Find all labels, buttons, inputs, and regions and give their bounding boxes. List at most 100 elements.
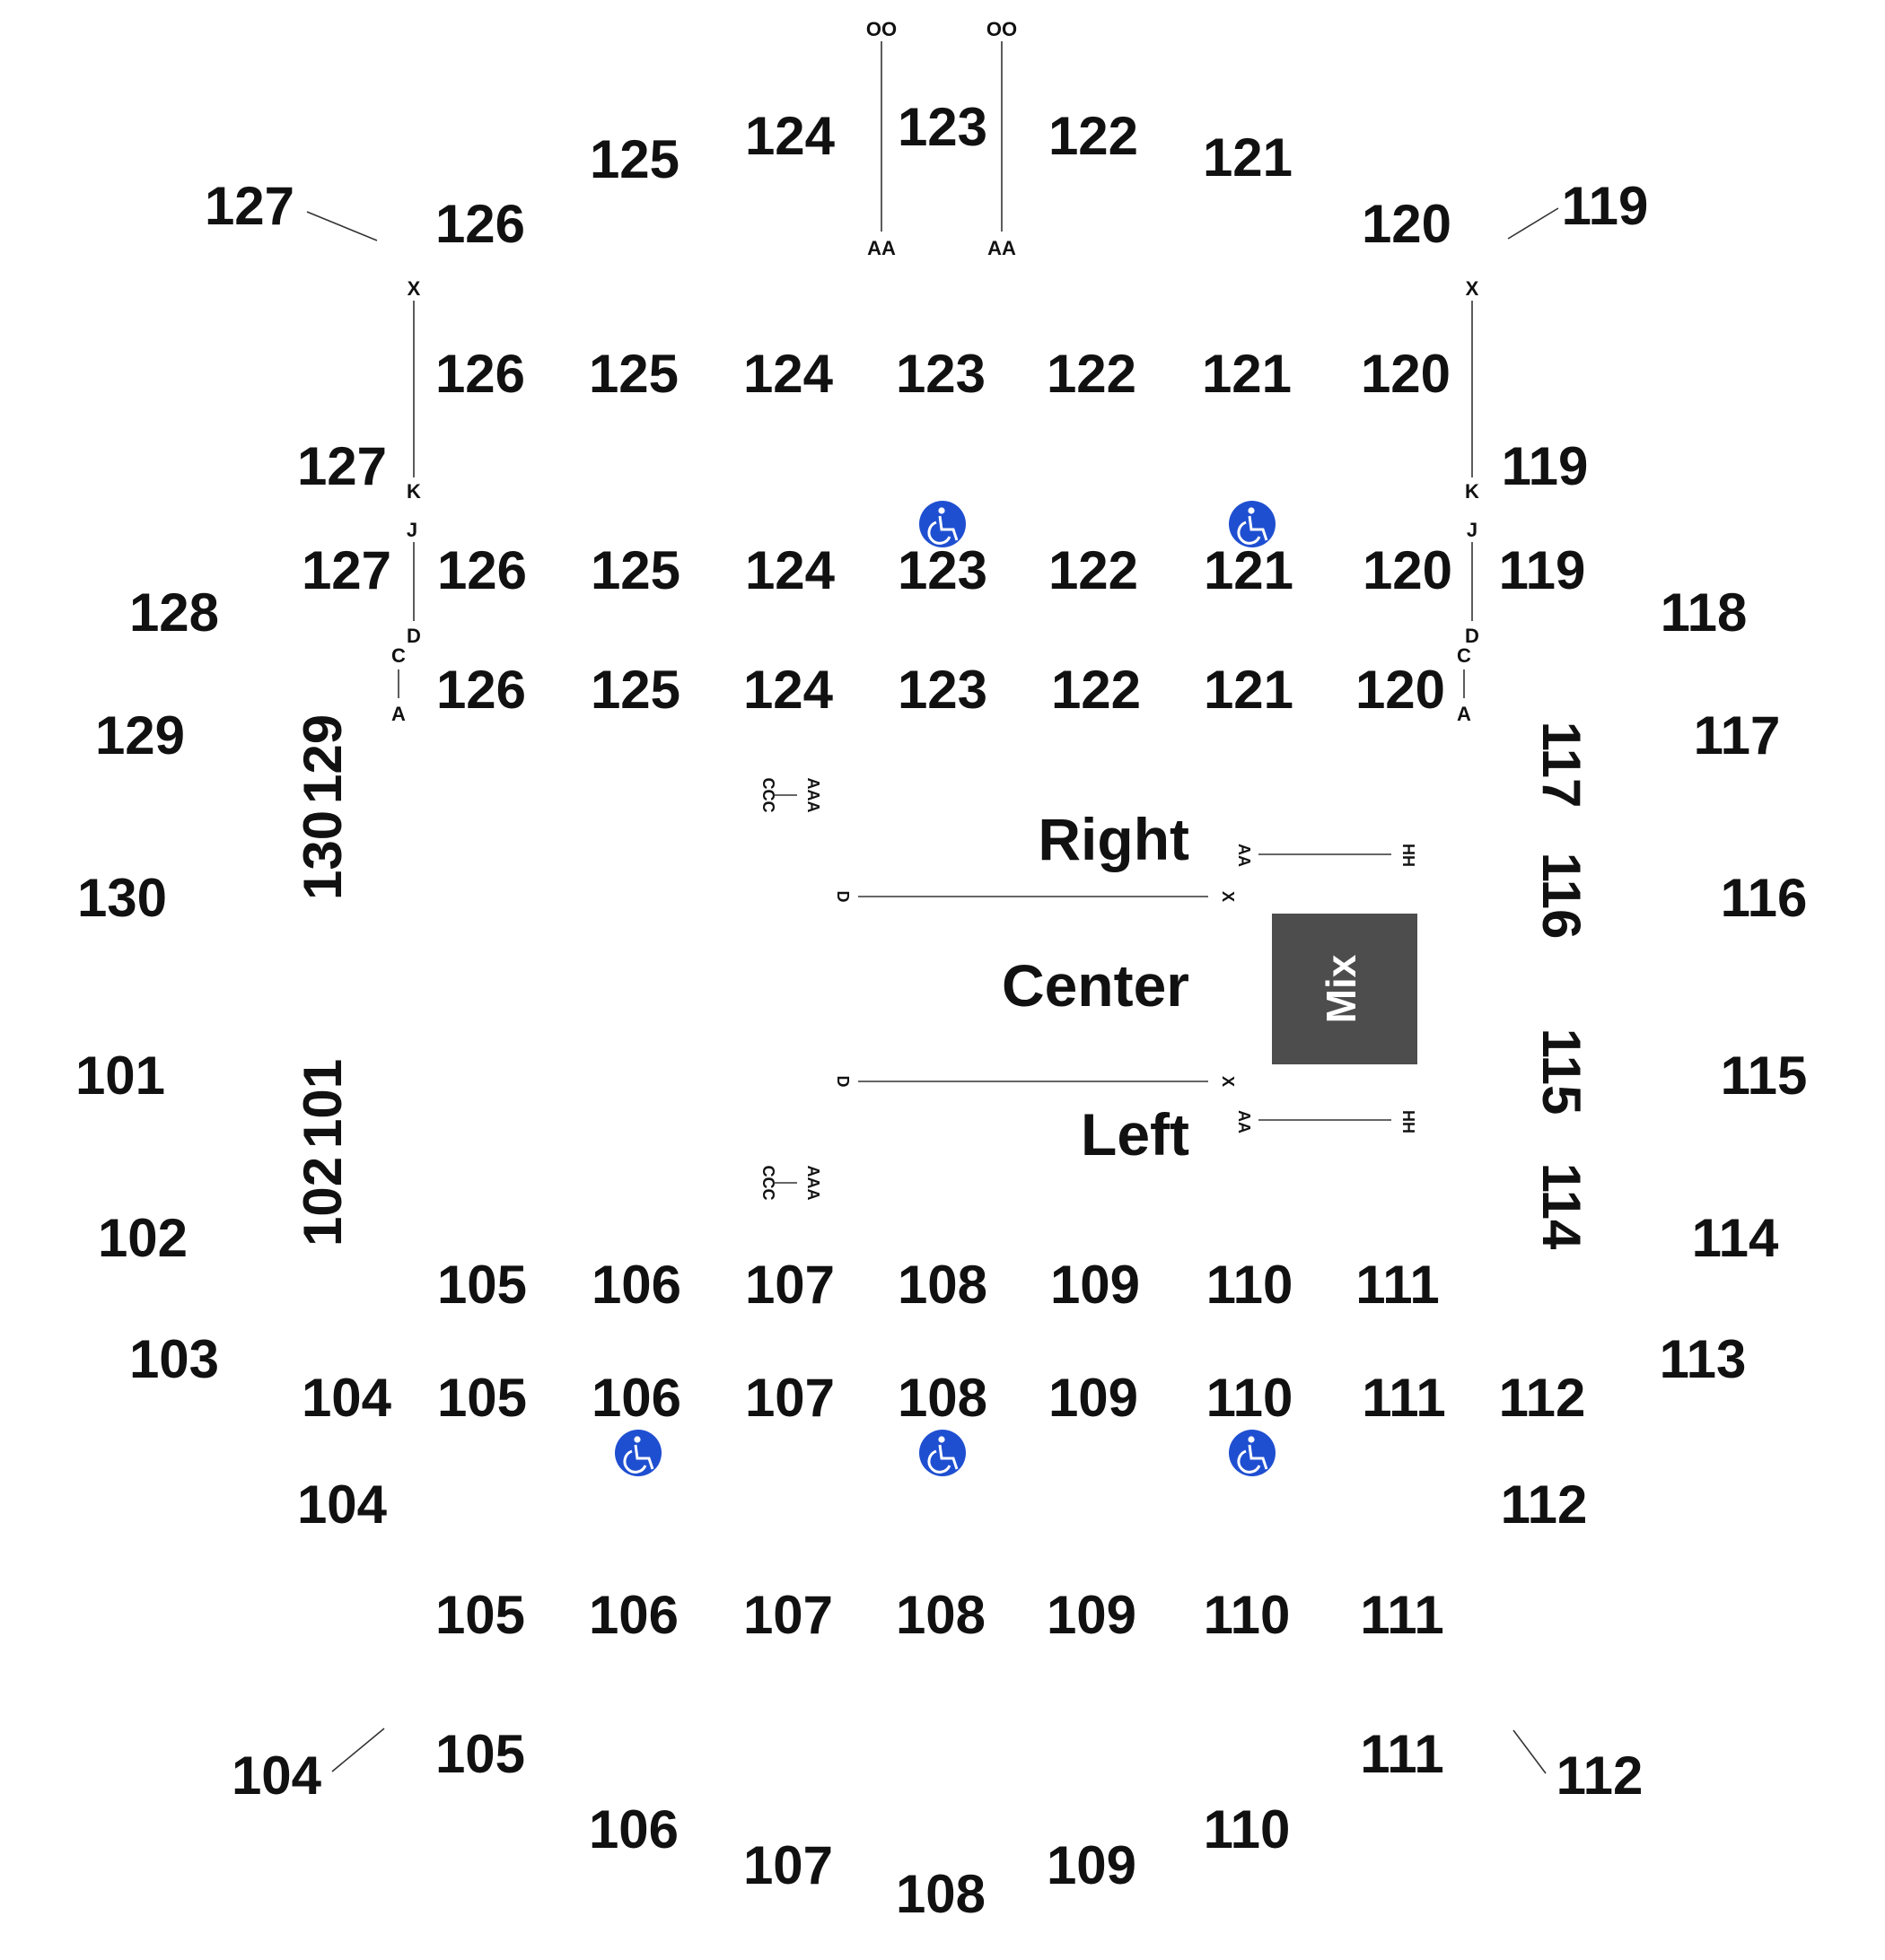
section-111-row4[interactable]: 111: [1360, 1585, 1444, 1645]
section-125-row5[interactable]: 125: [591, 660, 680, 720]
section-124-row4[interactable]: 124: [745, 540, 836, 600]
section-110-row1[interactable]: 110: [1206, 1255, 1293, 1315]
section-120-row4[interactable]: 120: [1363, 540, 1452, 600]
row-label-c-right: C: [1457, 644, 1471, 667]
section-105-row4[interactable]: 105: [435, 1585, 525, 1645]
wheelchair-icon: [1229, 1430, 1276, 1476]
section-124-row5[interactable]: 124: [743, 660, 834, 720]
section-113[interactable]: 113: [1660, 1329, 1747, 1389]
section-102-floor-side[interactable]: 102: [293, 1157, 353, 1247]
section-114-floor-side[interactable]: 114: [1531, 1163, 1591, 1250]
section-121-upper[interactable]: 121: [1203, 127, 1293, 188]
section-109-row2[interactable]: 109: [1048, 1368, 1138, 1428]
section-122-row2[interactable]: 122: [1047, 344, 1136, 404]
section-125-row4[interactable]: 125: [591, 540, 680, 600]
section-115-floor-side[interactable]: 115: [1531, 1028, 1591, 1116]
section-112-row3[interactable]: 112: [1501, 1474, 1588, 1535]
section-125-upper[interactable]: 125: [590, 129, 679, 189]
section-118[interactable]: 118: [1661, 582, 1748, 643]
row-label-hh-right-zone: HH: [1399, 844, 1417, 867]
section-107-row1[interactable]: 107: [745, 1255, 835, 1315]
section-112-row2[interactable]: 112: [1499, 1368, 1586, 1428]
section-116-floor-side[interactable]: 116: [1531, 853, 1591, 940]
section-107-row2[interactable]: 107: [745, 1368, 835, 1428]
section-127-row4[interactable]: 127: [302, 540, 391, 600]
section-120-row2[interactable]: 120: [1361, 344, 1451, 404]
section-108-row4[interactable]: 108: [896, 1585, 986, 1645]
row-label-j-right: J: [1467, 519, 1477, 541]
section-121-row4[interactable]: 121: [1204, 540, 1293, 600]
section-112-upper[interactable]: 112: [1556, 1746, 1644, 1806]
section-126-row2[interactable]: 126: [435, 344, 525, 404]
section-121-row2[interactable]: 121: [1202, 344, 1292, 404]
section-109-row1[interactable]: 109: [1050, 1255, 1140, 1315]
section-121-row5[interactable]: 121: [1204, 660, 1293, 720]
zone-center-label[interactable]: Center: [1002, 952, 1189, 1019]
section-109-upper[interactable]: 109: [1047, 1835, 1136, 1895]
section-110-row4[interactable]: 110: [1204, 1585, 1291, 1645]
section-104-upper[interactable]: 104: [232, 1746, 322, 1806]
section-127-upper[interactable]: 127: [205, 176, 294, 236]
row-label-x-right-zone: X: [1219, 891, 1237, 902]
section-119-row4[interactable]: 119: [1499, 540, 1586, 600]
section-122-row4[interactable]: 122: [1048, 540, 1138, 600]
section-110-row2[interactable]: 110: [1206, 1368, 1293, 1428]
section-129-outer[interactable]: 129: [95, 705, 185, 766]
section-114-outer[interactable]: 114: [1692, 1208, 1779, 1268]
section-107-row4[interactable]: 107: [743, 1585, 833, 1645]
section-120-row5[interactable]: 120: [1355, 660, 1445, 720]
section-123-row2[interactable]: 123: [896, 344, 986, 404]
section-123-row5[interactable]: 123: [898, 660, 987, 720]
section-109-row4[interactable]: 109: [1047, 1585, 1136, 1645]
section-101-floor-side[interactable]: 101: [293, 1059, 353, 1149]
section-106-upper[interactable]: 106: [589, 1799, 679, 1859]
section-126-row4[interactable]: 126: [437, 540, 527, 600]
section-122-upper[interactable]: 122: [1048, 106, 1138, 166]
section-120-upper[interactable]: 120: [1362, 194, 1451, 254]
section-117-floor-side[interactable]: 117: [1531, 722, 1591, 809]
section-127-row3[interactable]: 127: [297, 436, 387, 496]
row-label-a-right: A: [1457, 703, 1471, 725]
section-105-upper[interactable]: 105: [435, 1724, 525, 1784]
zone-right-label[interactable]: Right: [1038, 806, 1189, 872]
leader-line-119: [1507, 207, 1559, 240]
section-110-upper[interactable]: 110: [1204, 1799, 1291, 1859]
section-104-row3[interactable]: 104: [297, 1474, 388, 1535]
section-119-upper[interactable]: 119: [1562, 176, 1649, 236]
section-108-row1[interactable]: 108: [898, 1255, 987, 1315]
section-111-row2[interactable]: 111: [1362, 1368, 1446, 1428]
section-106-row4[interactable]: 106: [589, 1585, 679, 1645]
wheelchair-icon: [615, 1430, 662, 1476]
section-116-outer[interactable]: 116: [1721, 868, 1808, 928]
section-107-upper[interactable]: 107: [743, 1835, 833, 1895]
row-label-d-left: D: [407, 625, 421, 647]
section-124-upper[interactable]: 124: [745, 106, 836, 166]
section-104-row2[interactable]: 104: [302, 1368, 392, 1428]
section-124-row2[interactable]: 124: [743, 344, 834, 404]
section-101-outer[interactable]: 101: [75, 1046, 165, 1106]
section-108-upper[interactable]: 108: [896, 1864, 986, 1924]
section-111-row1[interactable]: 111: [1355, 1255, 1440, 1315]
section-119-row3[interactable]: 119: [1502, 436, 1589, 496]
section-123-row4[interactable]: 123: [898, 540, 987, 600]
section-106-row2[interactable]: 106: [592, 1368, 681, 1428]
section-117-outer[interactable]: 117: [1694, 705, 1781, 766]
section-123-upper[interactable]: 123: [898, 97, 987, 157]
section-122-row5[interactable]: 122: [1051, 660, 1141, 720]
section-111-upper[interactable]: 111: [1360, 1724, 1444, 1784]
section-130-floor-side[interactable]: 130: [293, 810, 353, 900]
section-115-outer[interactable]: 115: [1721, 1046, 1808, 1106]
section-126-row5[interactable]: 126: [436, 660, 526, 720]
section-130-outer[interactable]: 130: [77, 868, 167, 928]
zone-left-label[interactable]: Left: [1081, 1101, 1189, 1168]
section-128[interactable]: 128: [129, 582, 219, 643]
section-105-row1[interactable]: 105: [437, 1255, 527, 1315]
section-103[interactable]: 103: [129, 1329, 219, 1389]
section-105-row2[interactable]: 105: [437, 1368, 527, 1428]
section-129-floor-side[interactable]: 129: [293, 714, 353, 804]
section-106-row1[interactable]: 106: [592, 1255, 681, 1315]
section-126-upper[interactable]: 126: [435, 194, 525, 254]
section-125-row2[interactable]: 125: [589, 344, 679, 404]
section-102-outer[interactable]: 102: [98, 1208, 188, 1268]
section-108-row2[interactable]: 108: [898, 1368, 987, 1428]
